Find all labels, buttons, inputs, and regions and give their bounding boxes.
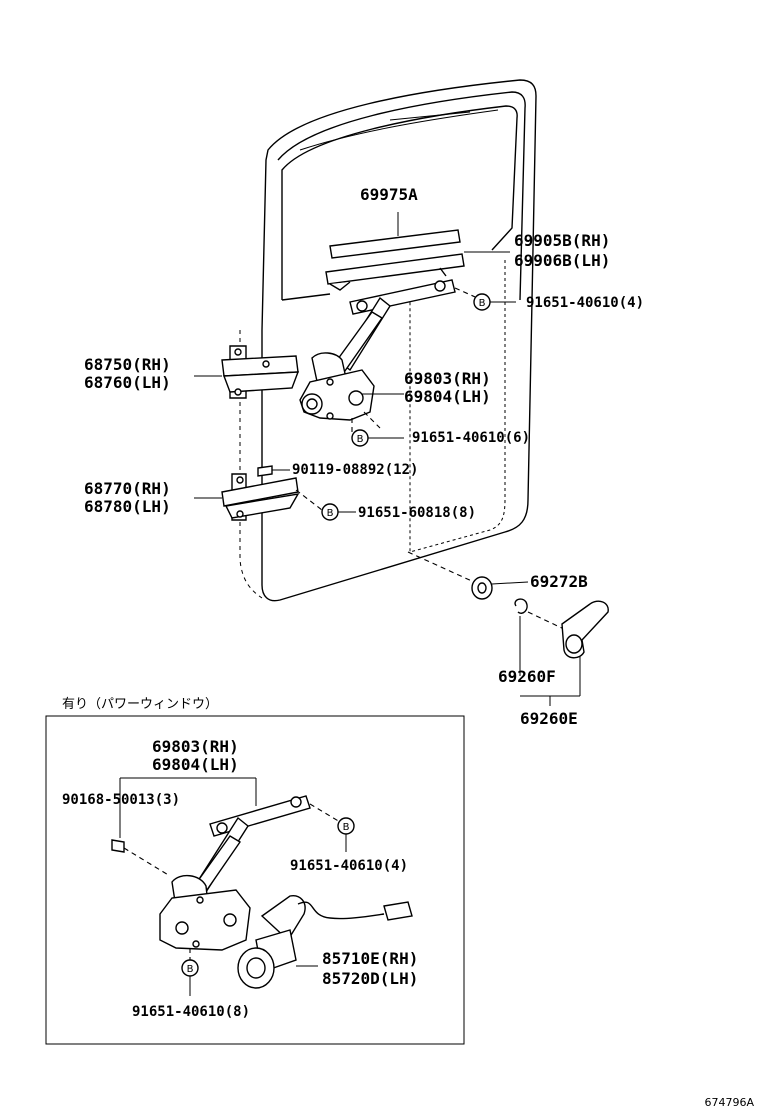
bolt-marker: B xyxy=(181,959,199,996)
bolt-marker: B xyxy=(337,817,355,852)
label-69804: 69804(LH) xyxy=(404,387,491,406)
door-outline xyxy=(239,79,537,602)
label-68750: 68750(RH) xyxy=(84,355,171,374)
inset-label-69803: 69803(RH) xyxy=(152,737,239,756)
screw-90119 xyxy=(257,465,290,477)
inset-label-69804: 69804(LH) xyxy=(152,755,239,774)
svg-text:B: B xyxy=(357,434,364,445)
inset-motor-85710E xyxy=(237,895,413,989)
handle-69260E xyxy=(561,600,609,696)
bolt-marker: B xyxy=(351,429,404,447)
label-91651-40610-4: 91651-40610(4) xyxy=(526,295,644,311)
svg-text:B: B xyxy=(327,508,334,519)
inset-label-91651-40610-4: 91651-40610(4) xyxy=(290,858,408,874)
channel-69905B xyxy=(325,251,510,291)
glass-run-69975A xyxy=(329,212,461,259)
hinge-upper-68750 xyxy=(194,345,300,399)
label-69260F: 69260F xyxy=(498,667,556,686)
inset-caption: 有り（パワーウィンドウ） xyxy=(62,697,218,712)
bolt-marker: B xyxy=(473,293,516,311)
inset-label-85720D: 85720D(LH) xyxy=(322,969,418,988)
svg-text:B: B xyxy=(343,822,350,833)
hinge-lower-68770 xyxy=(194,473,300,521)
drawing-code: 674796A xyxy=(704,1096,754,1109)
svg-text:B: B xyxy=(187,964,194,975)
label-91651-40610-6: 91651-40610(6) xyxy=(412,430,530,446)
inset-regulator-arm xyxy=(189,795,311,902)
label-68760: 68760(LH) xyxy=(84,373,171,392)
regulator-upper-arm xyxy=(329,279,456,380)
label-69803: 69803(RH) xyxy=(404,369,491,388)
bolt-marker: B xyxy=(321,503,356,521)
label-69272B: 69272B xyxy=(530,572,588,591)
inset-regulator-base xyxy=(159,875,251,951)
inset-label-85710E: 85710E(RH) xyxy=(322,949,418,968)
label-68780: 68780(LH) xyxy=(84,497,171,516)
label-69905B: 69905B(RH) xyxy=(514,231,610,250)
label-91651-60818: 91651-60818(8) xyxy=(358,505,476,521)
label-90119-08892: 90119-08892(12) xyxy=(292,462,418,478)
inset-label-90168: 90168-50013(3) xyxy=(62,792,180,808)
label-69906B: 69906B(LH) xyxy=(514,251,610,270)
label-69260E: 69260E xyxy=(520,709,578,728)
svg-text:B: B xyxy=(479,298,486,309)
label-68770: 68770(RH) xyxy=(84,479,171,498)
inset-label-91651-40610-8: 91651-40610(8) xyxy=(132,1004,250,1020)
regulator-69803 xyxy=(299,352,404,421)
power-window-inset xyxy=(45,715,465,1045)
seat-69272B xyxy=(471,576,529,600)
clip-69260F xyxy=(514,598,528,676)
inset-screw xyxy=(111,778,171,877)
label-69975A: 69975A xyxy=(360,185,418,204)
